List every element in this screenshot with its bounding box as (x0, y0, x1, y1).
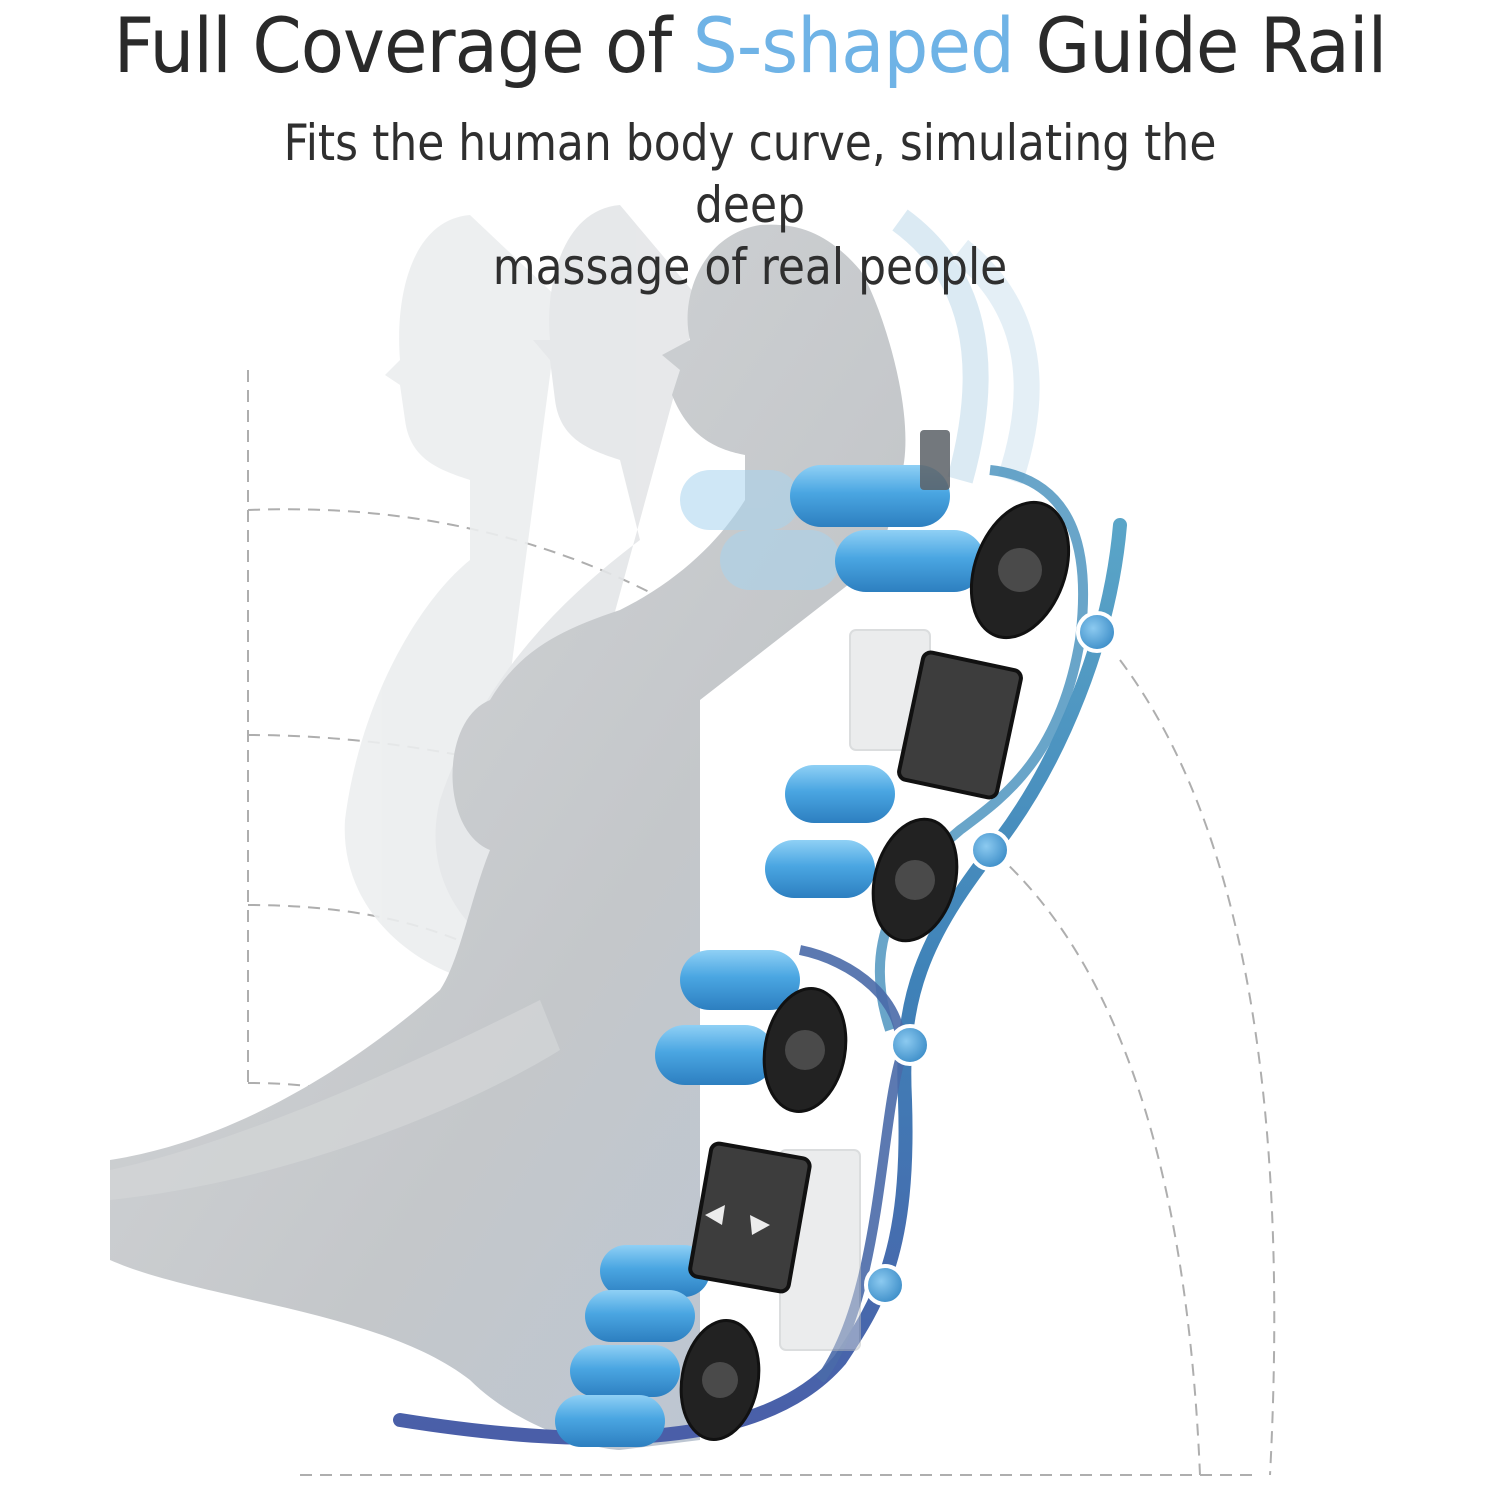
human-arm (110, 1000, 560, 1200)
arrow-icon (750, 1215, 770, 1235)
neck-connector (920, 430, 950, 490)
arrow-icon (905, 790, 925, 810)
rail-node-icon (1076, 611, 1118, 653)
title-part-1: Full Coverage of (113, 1, 693, 90)
direction-arrows (705, 790, 925, 1235)
ghost-rollers (680, 470, 840, 590)
dashed-guides (247, 370, 1276, 1476)
subtitle: Fits the human body curve, simulating th… (222, 112, 1278, 298)
title-accent: S-shaped (692, 1, 1015, 90)
title-part-2: Guide Rail (1013, 1, 1387, 90)
motor-boxes (688, 650, 1023, 1294)
rail-node-icon (889, 1024, 931, 1066)
rail-node-icon (969, 829, 1011, 871)
page-title: Full Coverage of S-shaped Guide Rail (53, 0, 1448, 95)
massage-rollers (555, 465, 985, 1447)
gear-hubs (702, 548, 1042, 1398)
arrow-icon (705, 1205, 725, 1225)
headrest-swoosh (892, 209, 1040, 485)
subtitle-line-1: Fits the human body curve, simulating th… (283, 114, 1217, 234)
rail-nodes (864, 611, 1118, 1306)
subtitle-line-2: massage of real people (492, 238, 1008, 296)
rail-node-icon (864, 1264, 906, 1306)
arrow-icon (770, 1120, 790, 1140)
